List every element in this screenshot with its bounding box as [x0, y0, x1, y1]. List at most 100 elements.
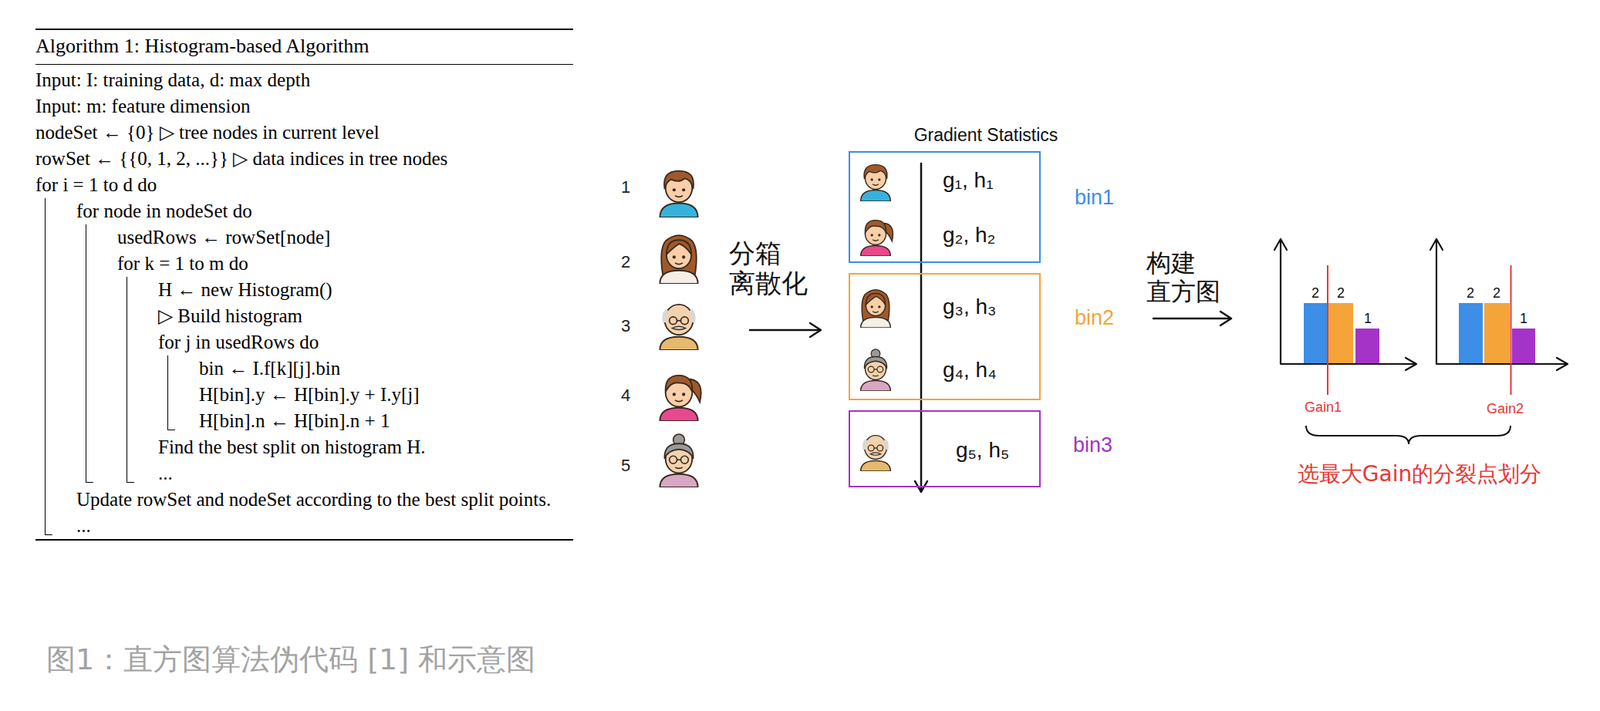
callout-number: 2	[621, 252, 631, 273]
bar-count: 2	[1466, 285, 1475, 302]
person-icons	[659, 434, 698, 488]
bar-count-holder: 1	[1519, 310, 1528, 328]
caption-holder: 图1：直方图算法伪代码 [1] 和示意图	[46, 640, 536, 680]
arrow-label-holder: 构建 直方图	[1146, 249, 1231, 307]
histogram	[1510, 265, 1513, 395]
note-holder: 选最大Gain的分裂点划分	[1297, 459, 1542, 490]
code-line: Find the best split on histogram H.	[158, 434, 574, 461]
flow-arrow	[1220, 311, 1232, 326]
sorted-icons	[860, 290, 892, 328]
bar-count: 1	[1363, 310, 1372, 328]
bin-label-holder: bin2	[1074, 306, 1114, 331]
flow-arrow	[749, 329, 820, 332]
loop-bar	[167, 355, 169, 430]
bar-count: 1	[1519, 310, 1528, 328]
code-line: for k = 1 to m do	[117, 250, 574, 277]
loop-end	[126, 482, 135, 483]
gradient-holder: g₄, h₄	[942, 357, 997, 383]
callout-number-holder: 2	[621, 252, 631, 273]
brace	[1306, 425, 1511, 445]
algorithm-box: Algorithm 1: Histogram-based AlgorithmIn…	[35, 28, 574, 541]
gradient-holder: g₂, h₂	[942, 222, 996, 248]
code-line: rowSet ← {{0, 1, 2, ...}} ▷ data indices…	[35, 145, 574, 173]
histogram	[1328, 303, 1354, 365]
callout-number-holder: 1	[621, 177, 631, 198]
sorted-icons	[860, 349, 892, 392]
histogram	[1274, 239, 1417, 371]
callout-number: 5	[621, 455, 631, 476]
bar-count-holder: 2	[1311, 285, 1320, 302]
bin-label-holder: bin1	[1074, 185, 1114, 210]
bar-count-holder: 2	[1466, 285, 1475, 302]
gain-label: Gain2	[1486, 401, 1524, 418]
callout-number-holder: 5	[621, 455, 631, 476]
gain-label: Gain1	[1304, 399, 1342, 416]
person-icons	[659, 375, 701, 422]
bin-label: bin1	[1074, 185, 1114, 210]
flow-arrow	[1153, 317, 1230, 321]
histogram	[1355, 328, 1380, 365]
code-line: H[bin].n ← H[bin].n + 1	[199, 408, 574, 435]
gradient-pair: g₃, h₃	[942, 294, 997, 319]
code-line: H[bin].y ← H[bin].y + I.y[j]	[199, 381, 574, 409]
loop-end	[85, 482, 94, 483]
gradient-holder: g₅, h₅	[955, 438, 1010, 463]
gradient-holder: g₃, h₃	[942, 294, 997, 320]
code-line: for i = 1 to d do	[35, 172, 574, 199]
loop-bar	[126, 276, 128, 483]
histogram	[1512, 328, 1536, 365]
gradient-axis	[914, 163, 928, 493]
bar-count-holder: 2	[1336, 285, 1345, 302]
gradient-holder: g₁, h₁	[942, 168, 994, 193]
loop-end	[44, 534, 53, 536]
person-icons	[659, 235, 698, 284]
histogram	[1303, 303, 1327, 365]
code-line: Input: I: training data, d: max depth	[35, 67, 574, 94]
histogram	[1280, 240, 1415, 365]
callout-number-holder: 4	[621, 385, 631, 406]
bar-count-holder: 1	[1363, 310, 1372, 328]
bin-box: g₃, h₃g₄, h₄bin2	[848, 273, 1041, 401]
code-line: Input: m: feature dimension	[35, 93, 574, 120]
loop-end	[167, 429, 176, 431]
bar-count: 2	[1492, 285, 1501, 302]
loop-bar	[85, 224, 87, 483]
person-icons	[659, 304, 698, 351]
code-line: Update rowSet and nodeSet according to t…	[76, 486, 574, 514]
histogram	[1458, 303, 1483, 365]
arrow-label-holder: 分箱 离散化	[729, 238, 819, 299]
loop-bar	[44, 198, 46, 535]
code-line: for j in usedRows do	[158, 329, 574, 356]
bar-count: 2	[1336, 285, 1345, 302]
histogram	[1326, 265, 1329, 395]
bin-box: g₁, h₁g₂, h₂bin1	[848, 151, 1041, 264]
arrow-label: 构建 直方图	[1146, 249, 1231, 307]
code-line: ...	[158, 460, 574, 487]
code-line: ...	[76, 513, 574, 540]
bin-label: bin2	[1074, 306, 1114, 330]
flow-arrow	[810, 323, 821, 338]
code-line: for node in nodeSet do	[76, 198, 574, 225]
histogram	[1436, 240, 1567, 365]
caption: 图1：直方图算法伪代码 [1] 和示意图	[46, 642, 536, 677]
histogram	[1430, 239, 1568, 395]
histogram	[1556, 357, 1568, 371]
histogram	[1405, 357, 1417, 371]
sorted-icons	[860, 165, 894, 472]
gain-label-holder: Gain1	[1304, 399, 1342, 416]
sorted-icons	[860, 165, 892, 202]
gradient-pair: g₂, h₂	[942, 222, 996, 247]
callout-number: 4	[621, 385, 631, 406]
code-line: bin ← I.f[k][j].bin	[199, 355, 574, 382]
callout-number-holder: 3	[621, 316, 631, 337]
histogram	[1274, 239, 1287, 250]
bin-box: g₅, h₅bin3	[848, 410, 1041, 488]
gradient-pair: g₄, h₄	[942, 357, 997, 382]
gradient-pair: g₅, h₅	[955, 438, 1010, 463]
histogram	[1430, 239, 1568, 371]
code-line: ▷ Build histogram	[158, 303, 574, 330]
bar-count-holder: 2	[1492, 285, 1501, 302]
callout-number: 3	[621, 316, 631, 337]
note: 选最大Gain的分裂点划分	[1297, 459, 1542, 490]
